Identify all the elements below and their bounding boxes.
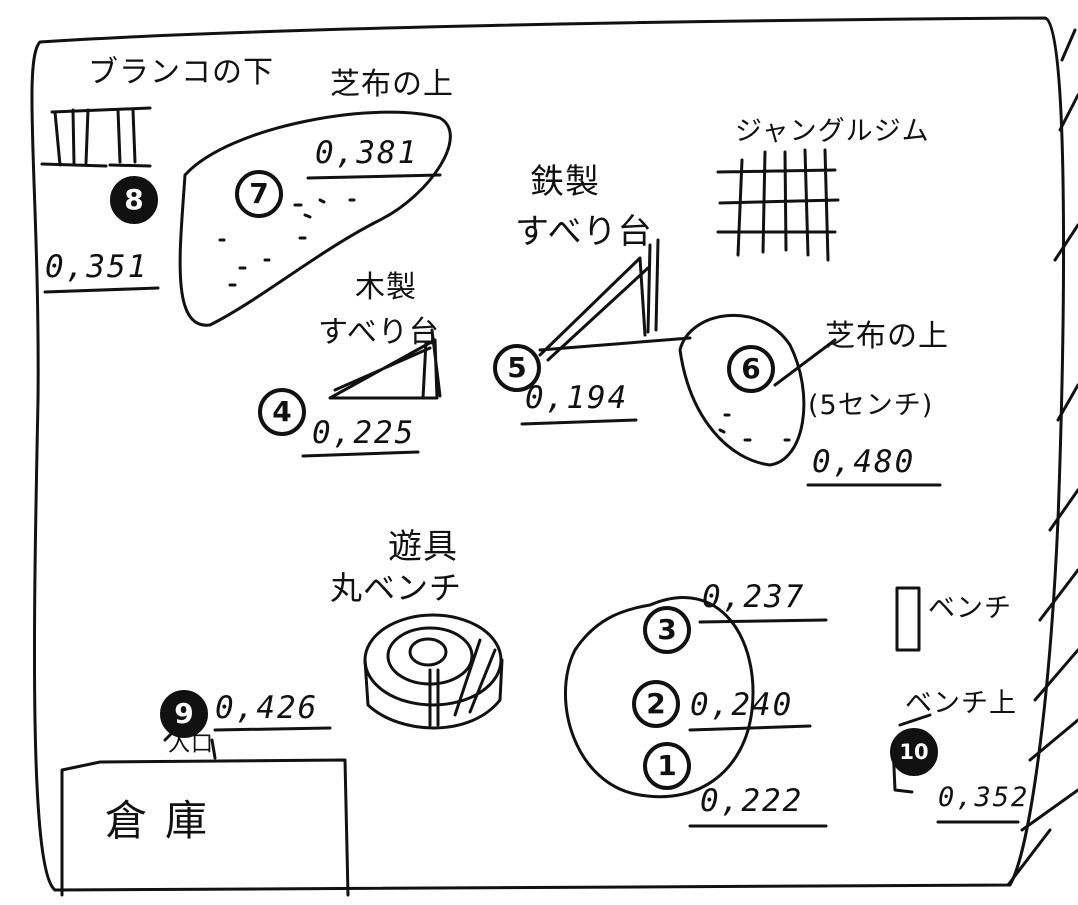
marker-5: 5 <box>493 344 541 392</box>
label-slide-wood: すべり台 <box>318 315 440 350</box>
circle-area <box>563 596 755 799</box>
lawn-texture-6 <box>718 413 791 442</box>
round-bench-icon <box>363 613 504 730</box>
bench-icon <box>895 586 921 652</box>
value-4: 0,225 <box>312 415 416 451</box>
value-1: 0,222 <box>700 783 804 819</box>
value-9: 0,426 <box>215 690 319 726</box>
value-10: 0,352 <box>938 782 1030 813</box>
lawn-area-7 <box>178 110 452 327</box>
marker-8: 8 <box>110 176 158 224</box>
label-lawn-height: (5センチ) <box>808 390 934 421</box>
marker-4: 4 <box>258 388 306 436</box>
edge-hatching <box>1006 28 1078 887</box>
lawn-texture-7 <box>218 198 356 287</box>
marker-9: 9 <box>160 690 208 738</box>
marker-1: 1 <box>643 742 691 790</box>
value-8: 0,351 <box>45 249 149 285</box>
lawn-area-6 <box>678 313 806 467</box>
map-border <box>30 16 1065 892</box>
marker-7: 7 <box>235 170 283 218</box>
jungle-gym-icon <box>716 148 840 262</box>
swing-icon <box>40 106 152 168</box>
warehouse-icon <box>60 758 350 897</box>
label-slide-steel: すべり台 <box>515 212 653 252</box>
label-bench: ベンチ <box>928 593 1012 624</box>
arrow-6 <box>773 338 837 387</box>
value-3: 0,237 <box>702 579 806 615</box>
label-wood: 木製 <box>355 270 417 305</box>
value-2: 0,240 <box>690 687 794 723</box>
label-jungle-gym: ジャングルジム <box>735 116 930 147</box>
marker-3: 3 <box>643 606 691 654</box>
marker-2: 2 <box>632 680 680 728</box>
label-lawn-top-6: 芝布の上 <box>825 319 949 354</box>
wooden-slide-icon <box>328 328 442 400</box>
value-5: 0,194 <box>525 380 629 416</box>
label-bench-top: ベンチ上 <box>905 688 1017 719</box>
label-warehouse: 倉庫 <box>105 796 226 845</box>
connector-5-6 <box>538 336 692 352</box>
label-steel: 鉄製 <box>530 162 600 202</box>
label-entrance: 入口 <box>168 732 215 757</box>
label-swing-under: ブランコの下 <box>88 55 274 90</box>
steel-slide-icon <box>538 238 660 362</box>
marker-6: 6 <box>727 345 775 393</box>
label-play-equip: 遊具 <box>388 527 458 567</box>
underlines <box>43 173 1020 828</box>
marker-10: 10 <box>890 728 938 776</box>
label-round-bench: 丸ベンチ <box>330 569 463 607</box>
value-6: 0,480 <box>812 444 916 480</box>
value-7: 0,381 <box>315 135 419 171</box>
label-lawn-top-7: 芝布の上 <box>330 67 454 102</box>
